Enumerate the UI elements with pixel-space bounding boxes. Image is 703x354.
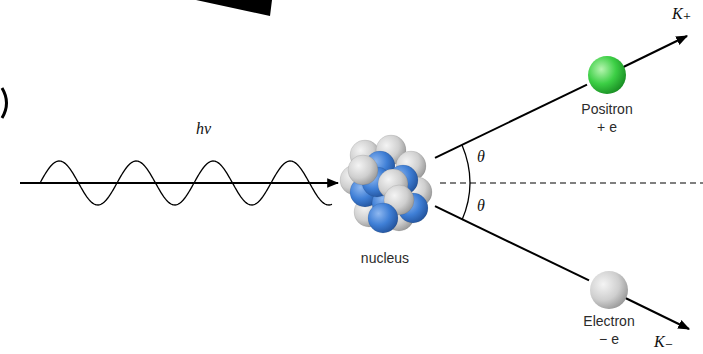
kinetic-energy-label: K₊ bbox=[672, 4, 691, 23]
node-shape bbox=[335, 130, 435, 234]
particle-name: Electron bbox=[583, 313, 634, 329]
electron-sphere bbox=[590, 271, 628, 309]
charge-label: + e bbox=[597, 119, 617, 135]
photon-axis-arrow bbox=[20, 182, 338, 184]
edge-fragment bbox=[2, 88, 7, 118]
nucleon-sphere bbox=[348, 155, 378, 185]
reference-dashed-line bbox=[440, 182, 703, 183]
charge-label: − e bbox=[599, 331, 619, 347]
node-shape bbox=[587, 55, 627, 95]
kinetic-energy-label: K₋ bbox=[654, 332, 673, 351]
nucleon-sphere bbox=[368, 203, 398, 233]
photon-wave bbox=[40, 161, 332, 205]
nucleus-cluster: nucleus bbox=[335, 130, 435, 234]
angle-label: θ bbox=[477, 148, 485, 166]
particle-track bbox=[435, 85, 587, 158]
angle-arc bbox=[462, 145, 470, 220]
particle-name: nucleus bbox=[361, 250, 409, 266]
photon-energy-label: hv bbox=[196, 120, 211, 138]
particle-name: Positron bbox=[581, 101, 632, 117]
angle-label: θ bbox=[477, 197, 485, 215]
electron-particle: Electron− e bbox=[589, 270, 629, 310]
particle-track bbox=[435, 206, 589, 280]
node-shape bbox=[589, 270, 629, 310]
positron-particle: Positron+ e bbox=[587, 55, 627, 95]
corner-arrow-fragment bbox=[196, 0, 272, 16]
positron-sphere bbox=[588, 56, 626, 94]
